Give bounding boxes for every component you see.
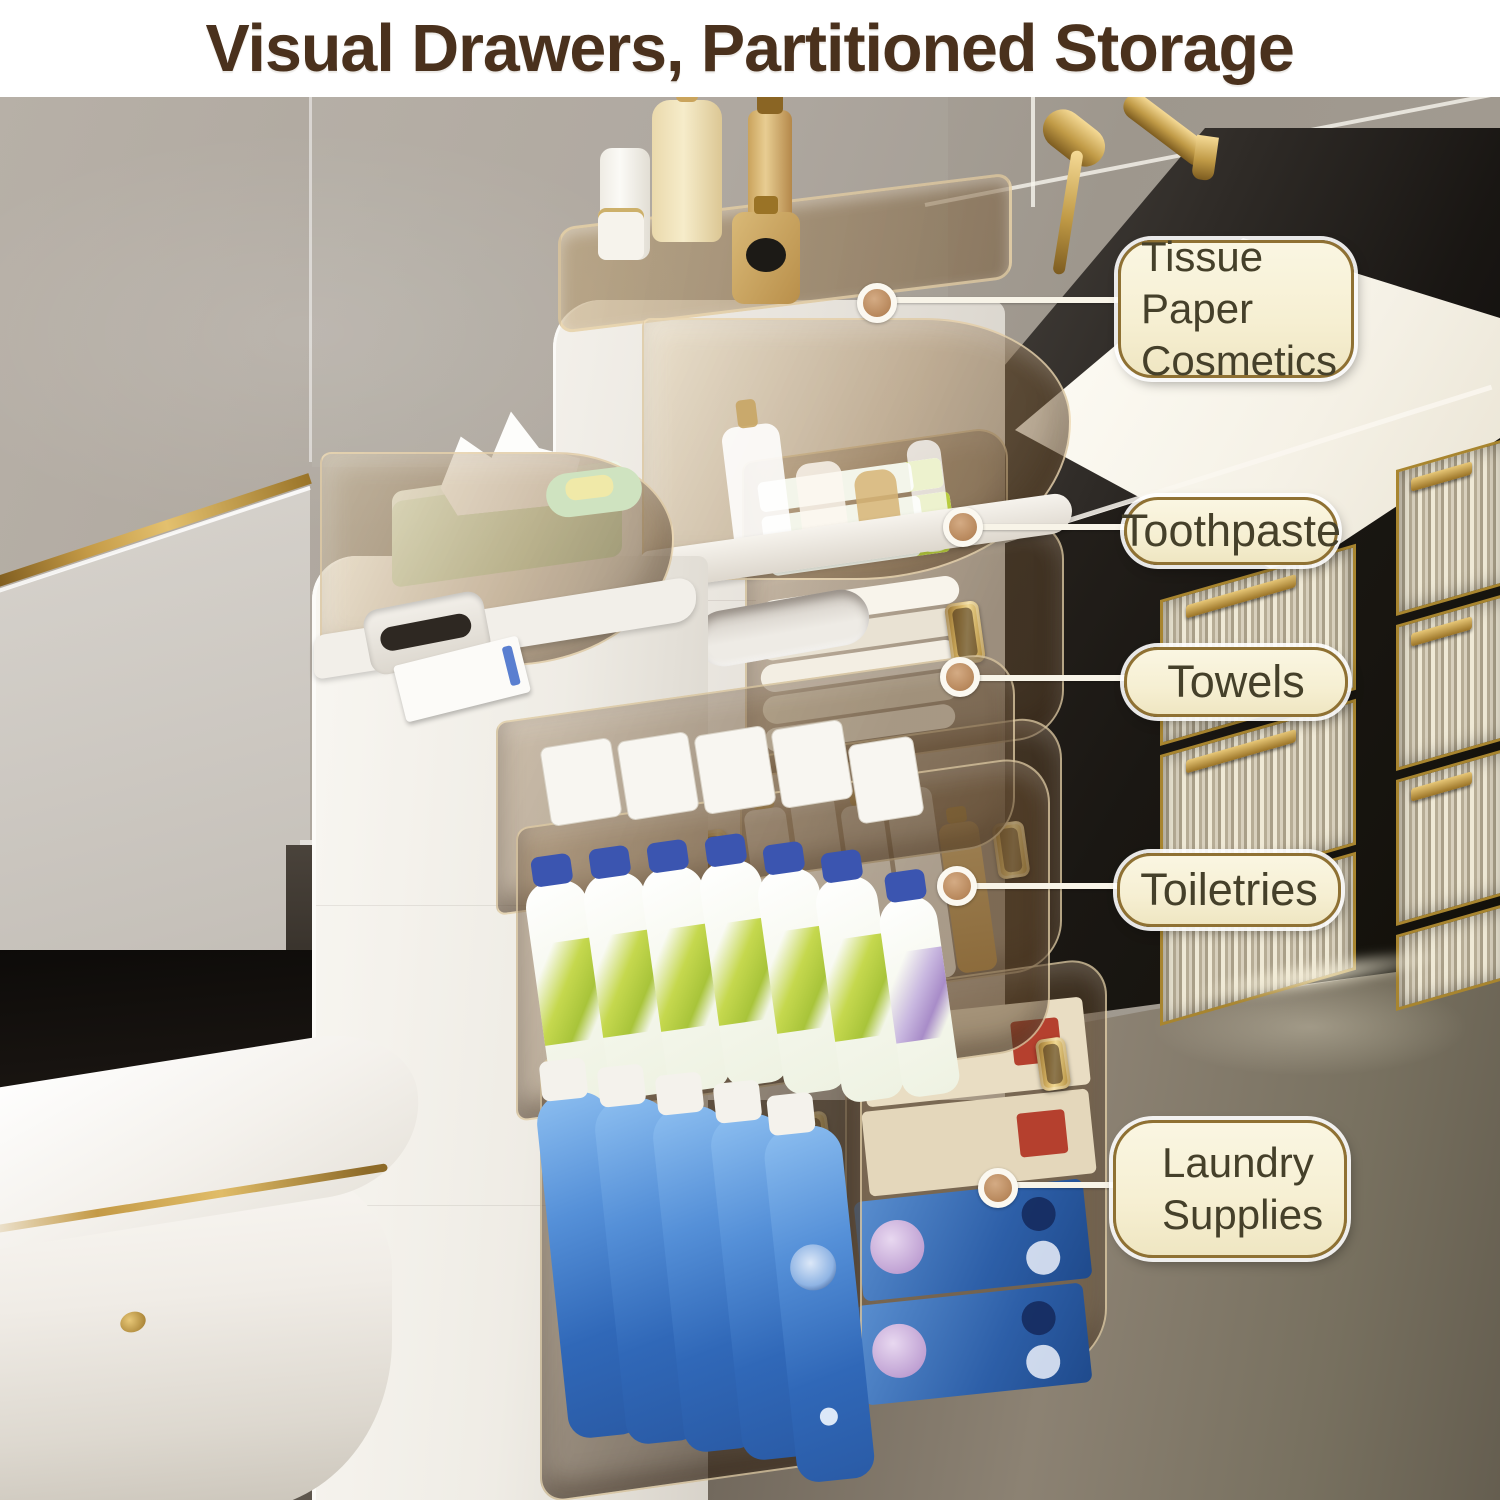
perfume-bottle <box>732 196 800 304</box>
cabinet-seam <box>316 1205 696 1206</box>
cosmetic-bottle <box>652 82 722 242</box>
vanity-drawer-fluted-glass <box>1396 748 1500 926</box>
flower-graphic <box>867 1217 927 1277</box>
leader-line-toiletries <box>968 883 1124 889</box>
callout-toothpaste: Toothpaste <box>1120 497 1342 565</box>
carton-label <box>1016 1108 1069 1158</box>
flower-graphic <box>869 1321 929 1381</box>
leader-line-toothpaste <box>975 524 1130 530</box>
callout-line: Towels <box>1167 656 1305 707</box>
leader-line-laundry <box>1008 1182 1120 1188</box>
leader-dot-toiletries <box>937 866 977 906</box>
drawer-handle-bar <box>1411 461 1472 492</box>
wipes-pack <box>693 724 777 816</box>
vanity-drawer-fluted-glass <box>1396 593 1500 771</box>
wall-corner-line <box>309 97 312 462</box>
wipes-pack <box>847 735 925 825</box>
callout-line: Supplies <box>1162 1191 1324 1238</box>
callout-line: Toiletries <box>1140 864 1318 915</box>
callout-towels: Towels <box>1124 647 1348 717</box>
leader-dot-tissue <box>857 283 897 323</box>
callout-line: Cosmetics <box>1141 337 1338 385</box>
wipes-pack <box>770 718 854 810</box>
callout-laundry-supplies: Laundry Supplies <box>1113 1120 1347 1258</box>
page-title: Visual Drawers, Partitioned Storage <box>205 11 1295 86</box>
leader-dot-towels <box>940 657 980 697</box>
callout-tissue-cosmetics: Tissue Paper Cosmetics <box>1118 233 1354 384</box>
vanity-drawer-fluted-glass <box>1396 438 1500 616</box>
tile-grout-line-vertical <box>1031 97 1035 207</box>
drawer-handle-bar <box>1411 616 1472 647</box>
leader-line-tissue <box>890 297 1125 303</box>
callout-line: Tissue Paper <box>1141 232 1264 332</box>
callout-line: Toothpaste <box>1120 505 1342 556</box>
pack-badge <box>1019 1195 1058 1233</box>
title-band: Visual Drawers, Partitioned Storage <box>0 0 1500 97</box>
cosmetic-jar <box>598 208 644 260</box>
pack-badge <box>1019 1299 1058 1337</box>
drawer-handle-bar <box>1411 771 1472 802</box>
leader-dot-laundry <box>978 1168 1018 1208</box>
callout-toiletries: Toiletries <box>1117 853 1341 927</box>
wipes-pack <box>539 736 623 828</box>
leader-dot-toothpaste <box>943 507 983 547</box>
callout-line: Laundry <box>1162 1138 1314 1186</box>
wipes-pack <box>616 730 700 822</box>
leader-line-towels <box>972 675 1130 681</box>
